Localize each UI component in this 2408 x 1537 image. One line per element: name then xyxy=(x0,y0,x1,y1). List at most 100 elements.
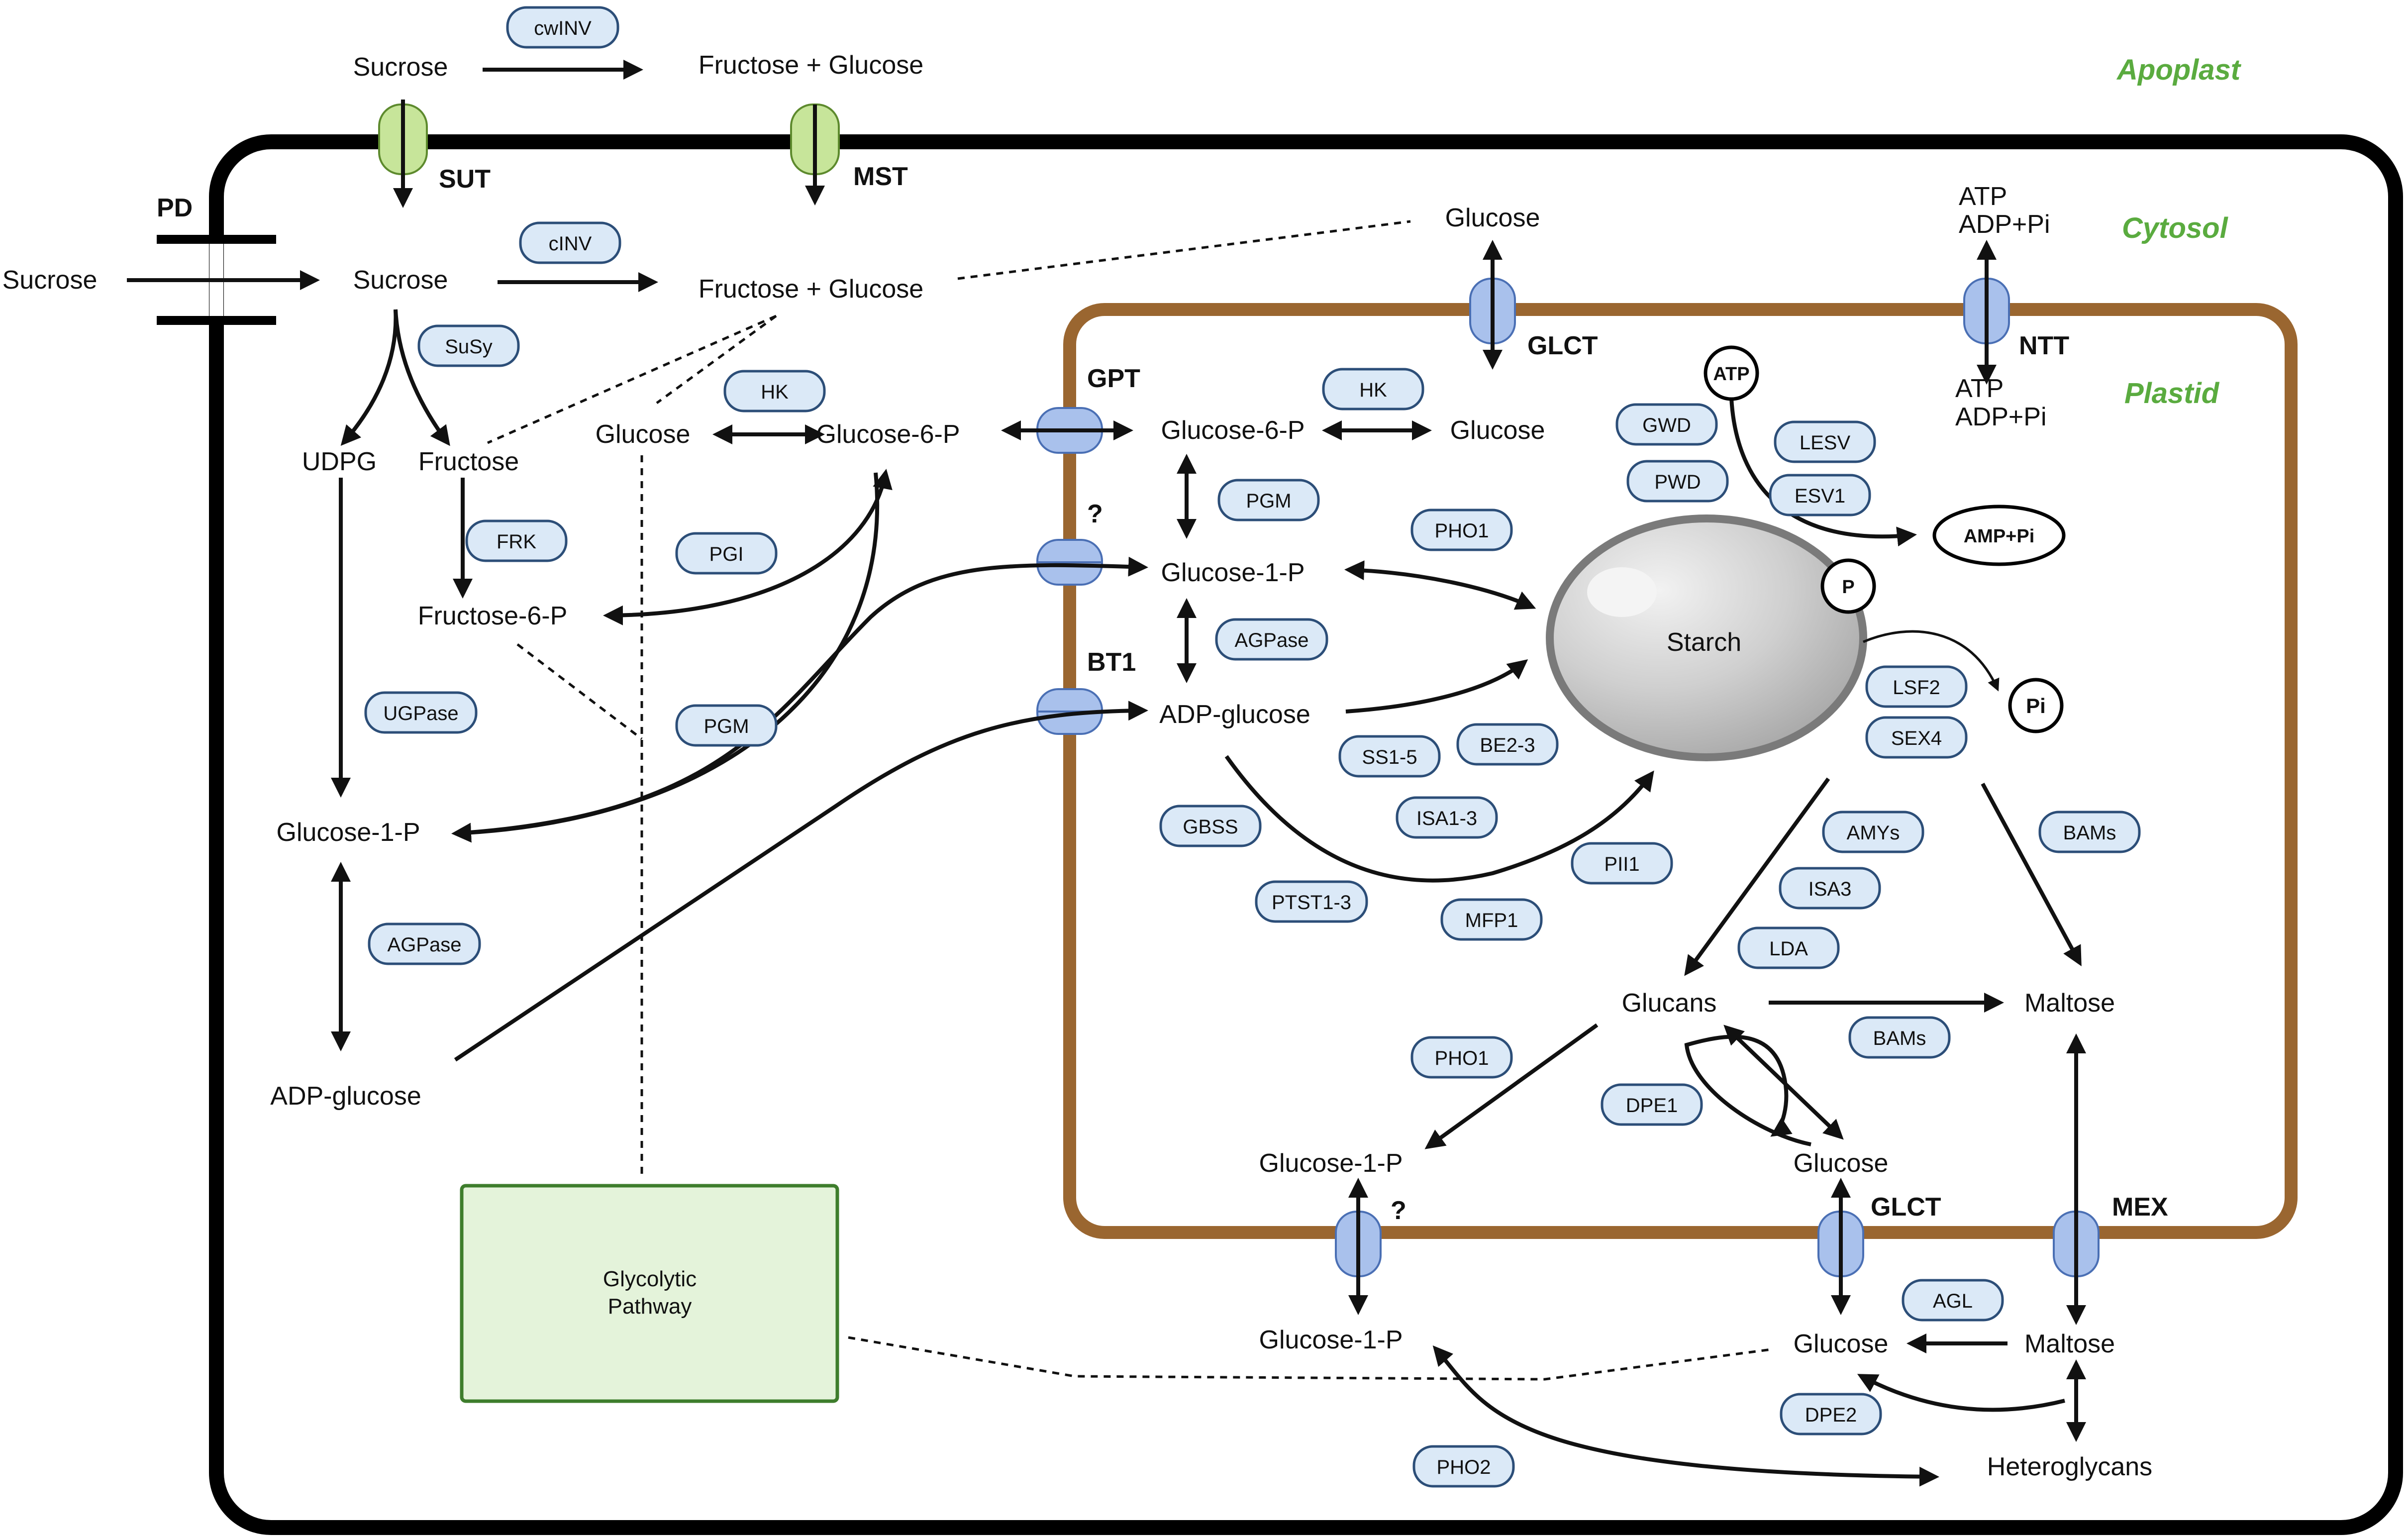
label-sut: SUT xyxy=(439,165,491,194)
dash-fg-to-glucose xyxy=(656,314,777,405)
label-pd: PD xyxy=(157,194,193,222)
enzyme-frk: FRK xyxy=(465,519,568,562)
svg-text:LSF2: LSF2 xyxy=(1893,677,1940,699)
arrow-adpg-starch xyxy=(1345,659,1528,714)
enzyme-hk-cytosol: HK xyxy=(723,370,826,412)
enzyme-isa3: ISA3 xyxy=(1779,867,1881,910)
enzyme-pho1-top: PHO1 xyxy=(1410,509,1513,551)
label-bt1: BT1 xyxy=(1087,648,1136,677)
enzyme-susy: SuSy xyxy=(417,324,520,367)
svg-text:PHO1: PHO1 xyxy=(1435,520,1489,542)
metabolite-adppi-cytosol: ADP+Pi xyxy=(1959,210,2050,239)
glycolytic-pathway-box xyxy=(460,1184,839,1403)
svg-text:ISA3: ISA3 xyxy=(1808,878,1852,900)
glycolytic-pathway-label-line2: Pathway xyxy=(608,1294,692,1319)
metabolite-glucose-plastid-bottom: Glucose xyxy=(1794,1149,1889,1178)
glycolytic-pathway-label-line1: Glycolytic xyxy=(603,1267,697,1291)
arrow-adpg-bt1 xyxy=(454,701,1148,1062)
svg-text:MFP1: MFP1 xyxy=(1465,910,1518,931)
metabolite-glucose-cytosol: Glucose xyxy=(596,420,691,449)
enzyme-ss1-5: SS1-5 xyxy=(1338,735,1441,778)
enzyme-pho1-bottom: PHO1 xyxy=(1410,1036,1513,1079)
svg-text:BAMs: BAMs xyxy=(1873,1027,1926,1049)
enzyme-gwd: GWD xyxy=(1615,403,1718,446)
svg-text:cINV: cINV xyxy=(549,233,592,255)
pi-circle-label: Pi xyxy=(2026,694,2046,717)
enzyme-pwd: PWD xyxy=(1626,460,1729,503)
cell-membrane xyxy=(209,134,2403,1535)
enzyme-bams-middle: BAMs xyxy=(1848,1016,1951,1059)
metabolite-adpg-cytosol: ADP-glucose xyxy=(270,1082,421,1111)
label-glct-bottom: GLCT xyxy=(1871,1193,1941,1222)
arrow-dpe1-loop xyxy=(1684,1034,1811,1146)
svg-text:HK: HK xyxy=(1359,379,1387,401)
enzyme-cwinv: cwINV xyxy=(506,6,619,49)
arrow-starch-maltose xyxy=(1981,783,2082,967)
amp-pi-ellipse: AMP+Pi xyxy=(1932,505,2066,566)
pi-circle: Pi xyxy=(2008,678,2064,733)
metabolite-f6p: Fructose-6-P xyxy=(418,602,568,630)
svg-text:AGL: AGL xyxy=(1933,1290,1973,1312)
enzyme-lesv: LESV xyxy=(1774,420,1876,463)
metabolite-g1p-cytosol-bottom: Glucose-1-P xyxy=(1259,1326,1403,1354)
enzyme-agl: AGL xyxy=(1902,1279,2004,1322)
metabolite-starch: Starch xyxy=(1667,628,1741,657)
metabolite-fructose: Fructose xyxy=(418,447,519,476)
label-glct-top: GLCT xyxy=(1527,331,1598,360)
svg-text:PII1: PII1 xyxy=(1604,853,1639,875)
svg-text:LESV: LESV xyxy=(1800,432,1851,454)
arrow-g1p-import xyxy=(455,556,1148,835)
phosphate-circle: P xyxy=(1820,558,1876,614)
enzyme-gbss: GBSS xyxy=(1159,805,1262,847)
svg-text:GWD: GWD xyxy=(1642,414,1691,436)
metabolite-maltose-plastid: Maltose xyxy=(2024,989,2115,1018)
amp-pi-label: AMP+Pi xyxy=(1964,526,2035,547)
label-ntt: NTT xyxy=(2019,331,2069,360)
metabolite-fructose-glucose-cytosol: Fructose + Glucose xyxy=(699,275,923,304)
starch-highlight xyxy=(1587,567,1657,617)
svg-text:PGI: PGI xyxy=(709,543,744,565)
enzyme-isa1-3: ISA1-3 xyxy=(1396,796,1498,839)
arrow-glucans-g1p xyxy=(1424,1023,1599,1149)
enzyme-agpase-plastid: AGPase xyxy=(1215,618,1328,661)
metabolite-adppi-plastid: ADP+Pi xyxy=(1955,403,2047,431)
compartment-cytosol: Cytosol xyxy=(2122,212,2229,244)
unknown-top-transporter xyxy=(1036,539,1103,586)
arrow-adpg-starch-curve xyxy=(1224,755,1654,883)
metabolite-maltose-cytosol: Maltose xyxy=(2024,1330,2115,1358)
metabolite-atp-cytosol: ATP xyxy=(1959,182,2007,211)
svg-text:PGM: PGM xyxy=(1246,490,1291,512)
svg-text:PGM: PGM xyxy=(703,716,749,737)
enzyme-bams-right: BAMs xyxy=(2038,811,2141,853)
label-q-top: ? xyxy=(1087,500,1103,528)
svg-text:PHO1: PHO1 xyxy=(1435,1047,1489,1069)
svg-text:ISA1-3: ISA1-3 xyxy=(1416,808,1477,829)
svg-text:ESV1: ESV1 xyxy=(1795,485,1845,507)
svg-text:HK: HK xyxy=(761,381,789,403)
metabolite-sucrose-outside: Sucrose xyxy=(2,266,98,295)
dash-fg-to-glucose-top xyxy=(957,220,1411,280)
metabolite-g6p-cytosol: Glucose-6-P xyxy=(816,420,960,449)
enzyme-ptst1-3: PTST1-3 xyxy=(1255,880,1368,923)
dash-fg-to-fructose xyxy=(487,314,777,444)
svg-text:PHO2: PHO2 xyxy=(1437,1456,1491,1478)
enzyme-agpase-cytosol: AGPase xyxy=(368,922,481,965)
plastid-membrane xyxy=(1063,303,2298,1239)
metabolite-adpg-plastid: ADP-glucose xyxy=(1159,700,1310,729)
metabolite-atp-plastid: ATP xyxy=(1955,374,2004,403)
enzyme-amys: AMYs xyxy=(1822,811,1924,853)
svg-text:AGPase: AGPase xyxy=(1235,629,1309,651)
enzyme-sex4: SEX4 xyxy=(1865,716,1968,759)
svg-text:FRK: FRK xyxy=(497,531,536,553)
arrow-sucrose-fructose xyxy=(394,309,450,446)
enzyme-ugpase: UGPase xyxy=(364,691,478,734)
arrow-pho2 xyxy=(1432,1345,1939,1487)
enzyme-hk-plastid: HK xyxy=(1322,368,1424,410)
metabolite-glucose-plastid-top: Glucose xyxy=(1450,416,1545,445)
label-gpt: GPT xyxy=(1087,364,1140,393)
arrow-starch-glucans xyxy=(1684,777,1830,976)
svg-text:PWD: PWD xyxy=(1654,471,1701,493)
compartment-apoplast: Apoplast xyxy=(2116,54,2242,86)
